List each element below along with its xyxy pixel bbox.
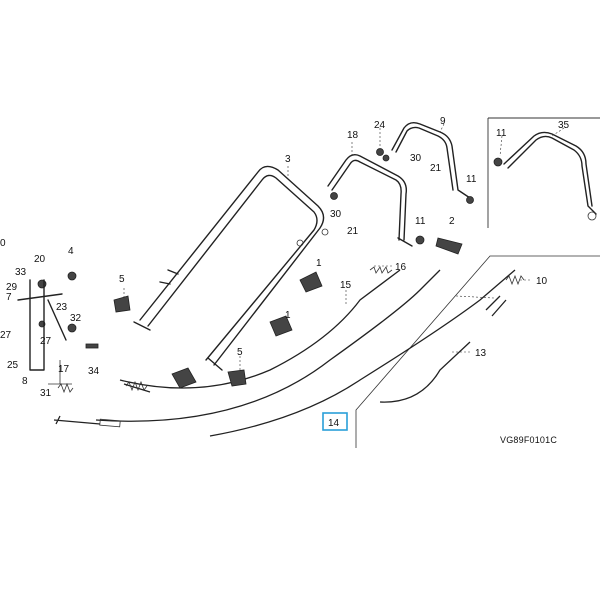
label-p4: 4 [68,246,74,257]
label-p8: 8 [22,376,28,387]
label-p0: 0 [0,238,6,249]
label-p13: 13 [475,348,487,359]
label-p5a: 5 [119,274,125,285]
label-p3: 3 [285,154,291,165]
label-p30a: 30 [410,153,422,164]
label-p25: 25 [7,360,19,371]
label-p7: 7 [6,292,12,303]
label-p31: 31 [40,388,52,399]
label-p5b: 5 [237,347,243,358]
leader-lines [123,123,565,372]
handle-bar-9 [391,121,471,199]
label-p23: 23 [56,302,68,313]
label-p11a: 11 [496,128,507,139]
label-p11c: 11 [415,216,426,227]
label-p15: 15 [340,280,352,291]
label-p33: 33 [15,267,27,278]
label-p27a: 27 [0,330,12,341]
label-p1b: 1 [285,310,291,321]
label-p16: 16 [395,262,407,273]
label-p14: 14 [328,418,340,429]
label-p21b: 21 [347,226,359,237]
label-p35: 35 [558,120,570,131]
cable-frame [355,255,600,448]
diagram-code: VG89F0101C [500,435,557,445]
label-p29: 29 [6,282,18,293]
label-p1a: 1 [316,258,322,269]
label-p24: 24 [374,120,386,131]
inset-frame [487,117,600,228]
label-p10: 10 [536,276,548,287]
label-p32: 32 [70,313,82,324]
springs [57,266,525,394]
label-p9: 9 [440,116,446,127]
label-p17: 17 [58,364,70,375]
highlight-box-14 [322,412,348,431]
cables [53,269,516,437]
small-parts [17,148,503,389]
label-p20: 20 [34,254,46,265]
label-p30b: 30 [330,209,342,220]
handle-bar-18 [327,153,413,247]
upper-handle [133,165,329,371]
label-p11b: 11 [466,174,477,185]
label-p34: 34 [88,366,100,377]
label-p2: 2 [449,216,455,227]
handle-bar-35 [503,131,597,221]
label-p21a: 21 [430,163,442,174]
part-labels: 0 3 18 24 9 11 35 30 21 11 30 21 11 2 4 … [0,116,570,445]
label-p27b: 27 [40,336,52,347]
label-p18: 18 [347,130,359,141]
